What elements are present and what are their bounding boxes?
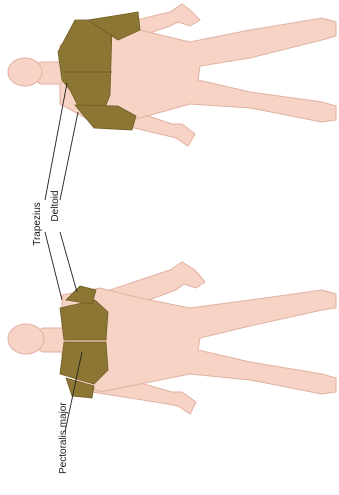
label-deltoid: Deltoid bbox=[50, 190, 61, 221]
front-torso-legs bbox=[62, 288, 336, 394]
deltoid-leader-back bbox=[60, 112, 78, 200]
front-body bbox=[8, 262, 336, 414]
label-trapezius: Trapezius bbox=[32, 202, 43, 246]
trapezius-leader-front bbox=[45, 232, 62, 300]
deltoid-leader-front bbox=[60, 232, 77, 292]
front-pectoralis-lower bbox=[60, 342, 108, 384]
back-view-figure bbox=[8, 4, 336, 146]
label-pectoralis-major: Pectoralis major bbox=[58, 402, 69, 474]
front-view-figure bbox=[8, 262, 336, 414]
back-head bbox=[8, 58, 42, 86]
front-pectoralis-upper bbox=[60, 300, 108, 340]
leader-lines bbox=[45, 83, 82, 432]
front-head bbox=[8, 324, 44, 354]
back-body bbox=[8, 4, 336, 146]
